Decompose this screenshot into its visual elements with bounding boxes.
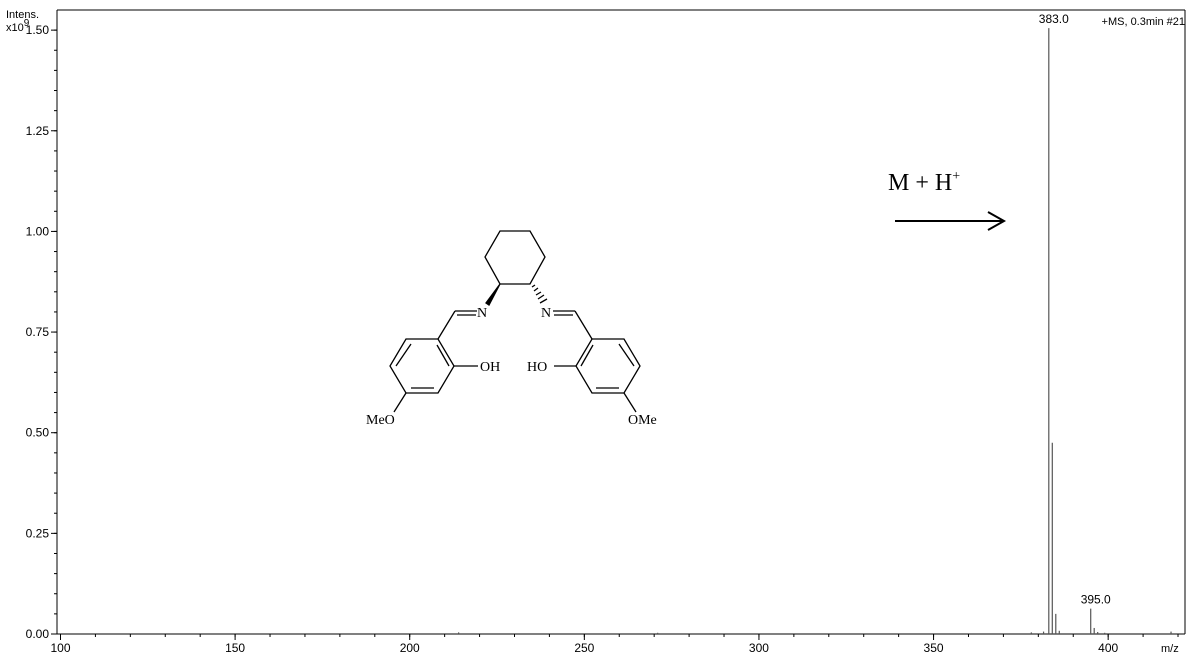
y-tick-label: 1.25 (26, 124, 50, 138)
peaks (458, 28, 1172, 634)
benzene-ring-right (575, 338, 641, 394)
benzene-ring-left (389, 338, 455, 394)
ion-annotation-superscript: + (952, 169, 960, 184)
x-tick-label: 400 (1098, 641, 1118, 655)
x-tick-label: 100 (50, 641, 70, 655)
peak-labels: 383.0 395.0 (1039, 12, 1111, 607)
y-ticks: 0.00 0.25 0.50 0.75 1.00 1.25 1.50 (26, 23, 57, 641)
y-tick-label: 1.00 (26, 224, 50, 238)
y-tick-label: 1.50 (26, 23, 50, 37)
label-n-right: N (541, 306, 551, 321)
molecule-structure (389, 230, 641, 413)
label-ome-right: OMe (628, 413, 657, 428)
x-tick-label: 300 (749, 641, 769, 655)
axes (56, 9, 1186, 635)
label-oh-left: OH (480, 360, 500, 375)
molecule-labels: N N OH HO MeO OMe (366, 306, 657, 428)
x-tick-label: 200 (400, 641, 420, 655)
svg-text:M + H+: M + H+ (888, 169, 960, 196)
hashed-bond (531, 284, 548, 304)
wedge-bond (485, 283, 501, 306)
y-axis-title: Intens. (6, 9, 39, 21)
y-tick-label: 0.75 (26, 325, 50, 339)
peak-label: 395.0 (1081, 593, 1111, 607)
ion-annotation: M + H+ (888, 169, 1007, 231)
y-axis-scale-exp: 9 (24, 18, 30, 29)
y-tick-label: 0.25 (26, 526, 50, 540)
peak-label: 383.0 (1039, 12, 1069, 26)
label-n-left: N (477, 306, 487, 321)
chart-title: +MS, 0.3min #21 (1102, 16, 1185, 28)
y-axis-scale: x109 (6, 18, 30, 34)
x-axis-title: m/z (1161, 643, 1179, 655)
cyclohexane-ring (484, 230, 546, 285)
y-tick-label: 0.00 (26, 627, 50, 641)
label-ome-left: MeO (366, 413, 395, 428)
arrow-head-icon (987, 211, 1007, 231)
label-oh-right: HO (527, 360, 547, 375)
x-ticks: 100 150 200 250 300 350 400 (50, 634, 1179, 655)
ion-annotation-text: M + H (888, 170, 952, 196)
y-axis-scale-base: x10 (6, 22, 24, 34)
x-tick-label: 350 (924, 641, 944, 655)
x-tick-label: 150 (225, 641, 245, 655)
y-tick-label: 0.50 (26, 426, 50, 440)
x-tick-label: 250 (574, 641, 594, 655)
